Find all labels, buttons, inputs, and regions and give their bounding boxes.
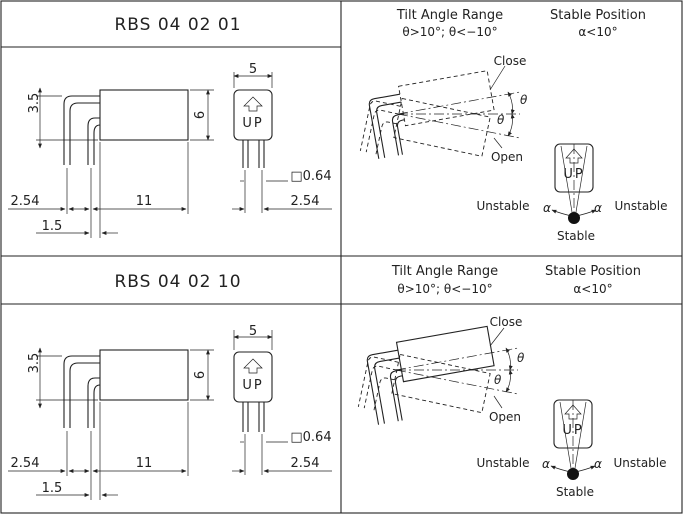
dim-top-width: 5 xyxy=(249,62,257,77)
dim-pin-pitch-left: 2.54 xyxy=(11,456,40,471)
label-up: UP xyxy=(242,378,263,393)
dim-body-width: 6 xyxy=(193,371,208,379)
section-1: RBS 04 02 01 Tilt Angle Range θ>10°; θ<−… xyxy=(8,8,668,243)
dim-pin-pitch-left: 2.54 xyxy=(11,194,40,209)
label-open: Open xyxy=(489,410,521,424)
tilt-range-title: Tilt Angle Range xyxy=(396,8,503,23)
tilt-range-title: Tilt Angle Range xyxy=(391,264,498,279)
tilt-diagram xyxy=(359,65,521,159)
stable-position-title: Stable Position xyxy=(550,8,646,23)
label-close: Close xyxy=(490,315,523,329)
dim-pin-offset: 1.5 xyxy=(42,481,63,496)
label-unstable-right: Unstable xyxy=(614,199,667,213)
tilt-range-value: θ>10°; θ<−10° xyxy=(402,25,497,39)
part-number: RBS 04 02 01 xyxy=(114,15,241,35)
stable-position-value: α<10° xyxy=(573,282,612,296)
dim-pin-pitch-right: 2.54 xyxy=(291,456,320,471)
label-alpha-left: α xyxy=(543,201,551,215)
dim-body-width: 6 xyxy=(193,111,208,119)
label-stable: Stable xyxy=(557,229,595,243)
stable-diagram xyxy=(550,399,596,480)
stable-diagram xyxy=(551,143,597,224)
label-up: UP xyxy=(242,116,263,131)
dim-top-width: 5 xyxy=(249,324,257,339)
front-view xyxy=(232,330,332,475)
dim-pin-square: □0.64 xyxy=(290,169,331,184)
label-stable: Stable xyxy=(556,485,594,499)
label-theta-upper: θ xyxy=(520,93,528,107)
part-number: RBS 04 02 10 xyxy=(114,272,241,292)
front-view xyxy=(232,72,332,213)
label-up-stable: UP xyxy=(563,167,584,182)
dim-pin-square: □0.64 xyxy=(290,430,331,445)
label-open: Open xyxy=(491,150,523,164)
stable-position-title: Stable Position xyxy=(545,264,641,279)
label-unstable-right: Unstable xyxy=(613,456,666,470)
label-close: Close xyxy=(494,54,527,68)
tilt-diagram xyxy=(357,325,519,425)
dim-body-height: 3.5 xyxy=(27,93,42,114)
label-alpha-left: α xyxy=(542,457,550,471)
dim-pin-pitch-right: 2.54 xyxy=(291,194,320,209)
label-theta-upper: θ xyxy=(517,351,525,365)
label-unstable-left: Unstable xyxy=(476,456,529,470)
label-alpha-right: α xyxy=(594,457,602,471)
side-view xyxy=(8,347,214,500)
dim-body-length: 11 xyxy=(136,456,153,471)
side-view xyxy=(8,87,214,238)
label-unstable-left: Unstable xyxy=(476,199,529,213)
label-alpha-right: α xyxy=(594,201,602,215)
tilt-range-value: θ>10°; θ<−10° xyxy=(397,282,492,296)
label-up-stable: UP xyxy=(562,423,583,438)
dim-body-height: 3.5 xyxy=(27,353,42,374)
dim-pin-offset: 1.5 xyxy=(42,219,63,234)
stable-position-value: α<10° xyxy=(578,25,617,39)
label-theta-lower: θ xyxy=(497,113,505,127)
label-theta-lower: θ xyxy=(494,373,502,387)
dim-body-length: 11 xyxy=(136,194,153,209)
section-2: RBS 04 02 10 Tilt Angle Range θ>10°; θ<−… xyxy=(8,264,667,500)
